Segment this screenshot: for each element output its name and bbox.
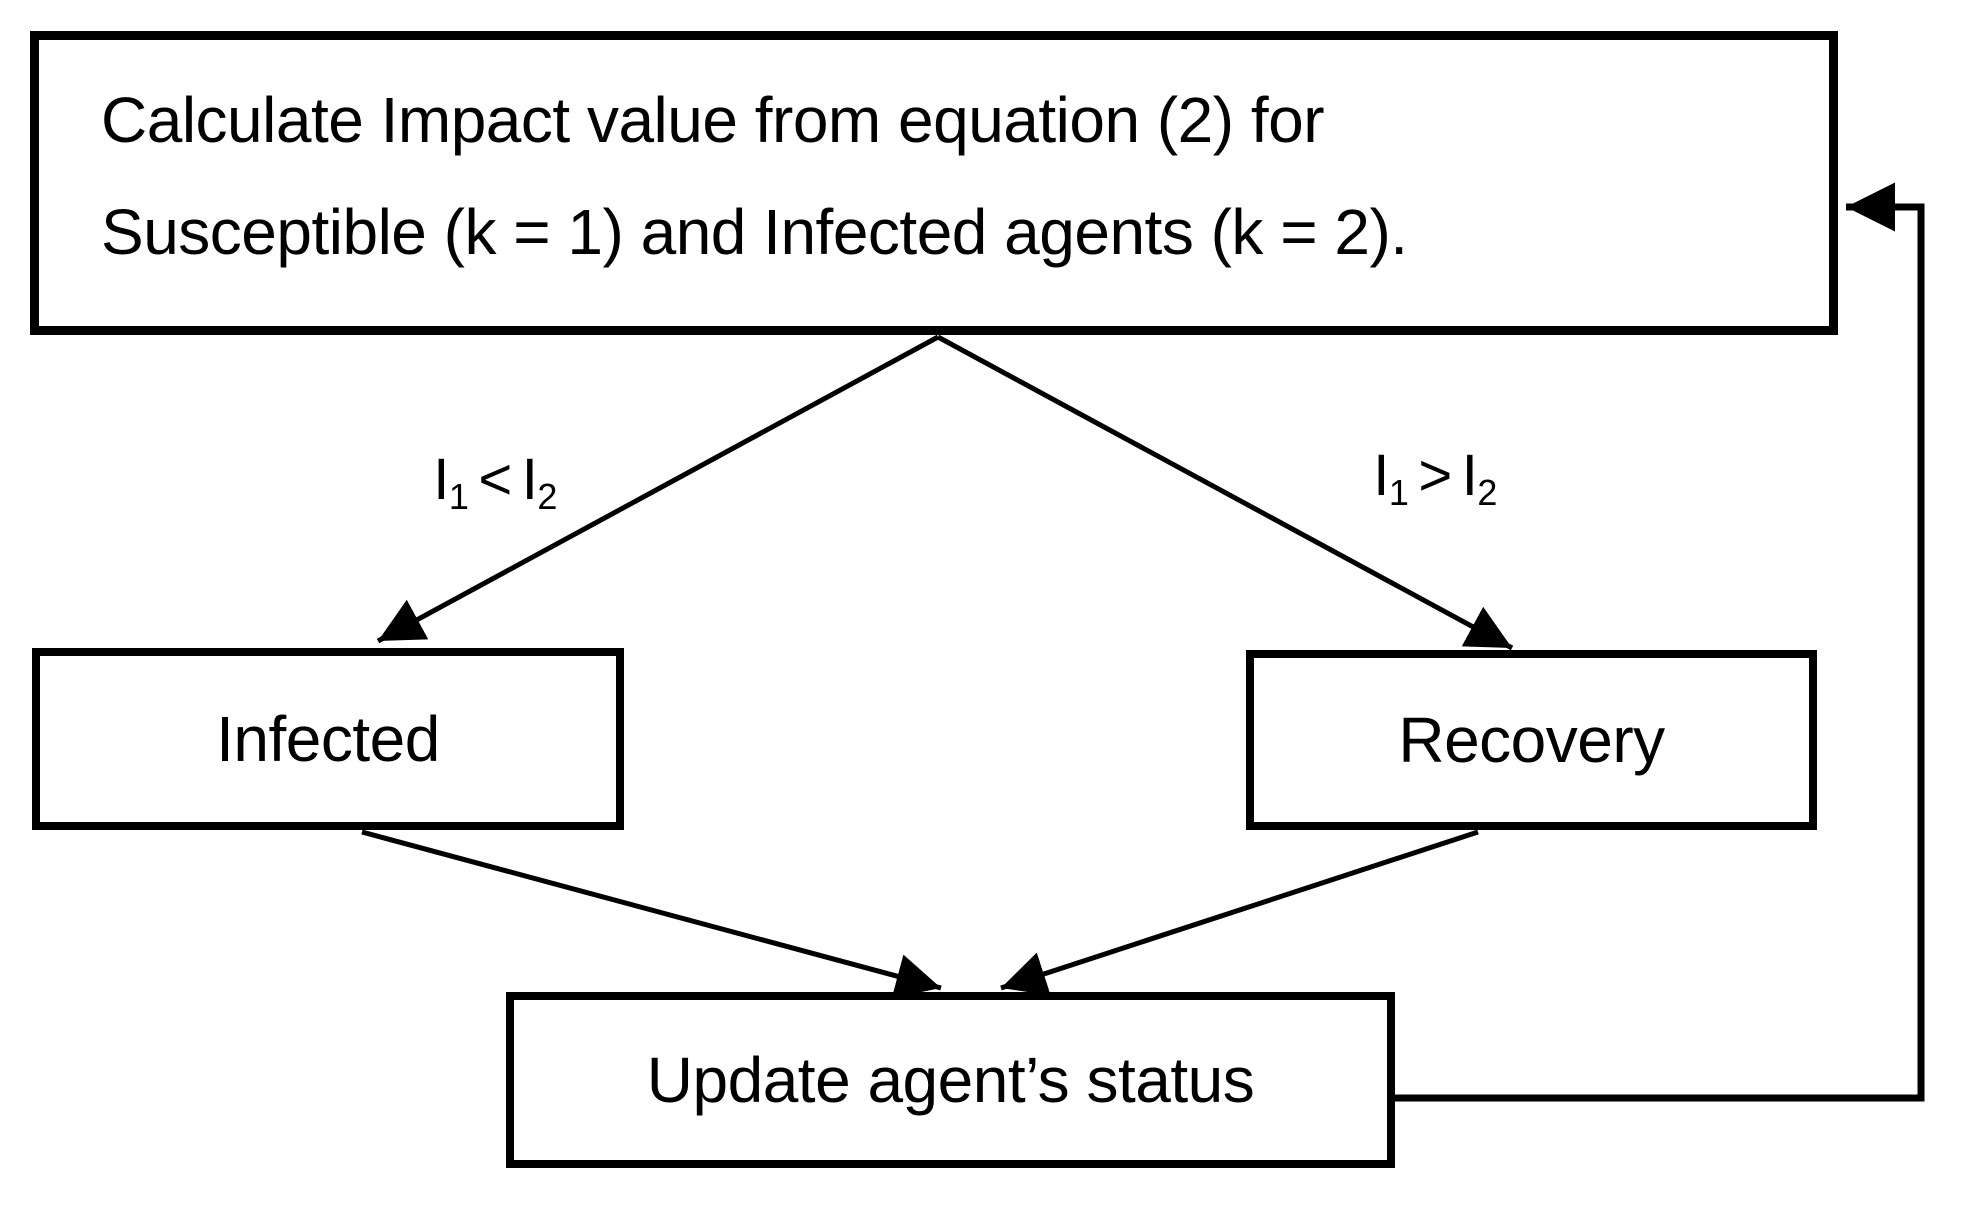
edge-label-i1-greater-i2-sub2: 2	[1477, 472, 1497, 514]
arrow-calculate-to-infected	[376, 334, 940, 644]
node-calculate-impact: Calculate Impact value from equation (2)…	[30, 31, 1838, 335]
node-infected: Infected	[32, 648, 624, 830]
feedback-arrow-update-to-calculate	[1393, 182, 1925, 1102]
edge-label-i1-greater-i2-operator: >	[1418, 443, 1452, 508]
node-recovery: Recovery	[1246, 650, 1817, 830]
node-calculate-impact-line1: Calculate Impact value from equation (2)…	[101, 84, 1325, 156]
edge-label-i1-less-i2-base2: I	[521, 447, 538, 512]
edge-label-i1-greater-i2-base1: I	[1373, 443, 1389, 508]
edge-label-i1-greater-i2-sub1: 1	[1388, 472, 1409, 514]
edge-label-i1-less-i2-operator: <	[478, 447, 512, 512]
node-update-status: Update agent’s status	[506, 992, 1395, 1168]
arrow-infected-to-update	[361, 829, 942, 999]
node-recovery-label: Recovery	[1398, 704, 1665, 776]
node-calculate-impact-line2: Susceptible (k = 1) and Infected agents …	[101, 196, 1408, 268]
edge-label-i1-greater-i2-base2: I	[1461, 443, 1478, 508]
arrow-calculate-to-recovery	[936, 334, 1514, 651]
edge-label-i1-greater-i2: I1>I2	[1325, 442, 1545, 511]
arrow-recovery-to-update	[1000, 829, 1479, 996]
edge-label-i1-less-i2-sub1: 1	[448, 476, 469, 518]
node-update-status-label: Update agent’s status	[646, 1044, 1255, 1116]
edge-label-i1-less-i2-base1: I	[433, 447, 449, 512]
edge-label-i1-less-i2-sub2: 2	[537, 476, 557, 518]
node-infected-label: Infected	[216, 703, 440, 775]
edge-label-i1-less-i2: I1<I2	[385, 446, 605, 515]
